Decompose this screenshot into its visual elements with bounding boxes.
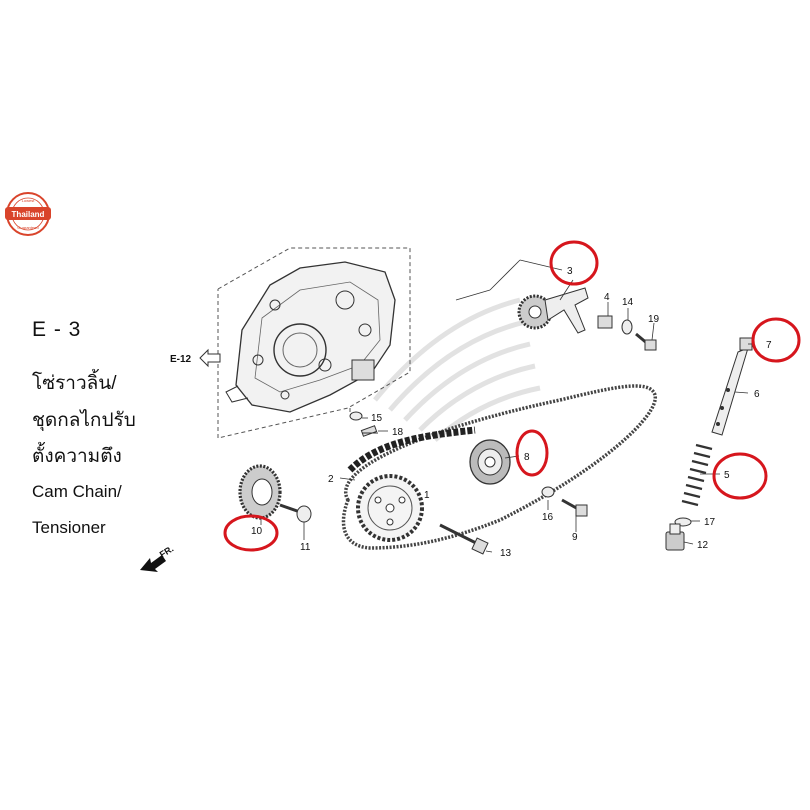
bolt-19-icon [635, 332, 657, 351]
tensioner-rod-icon [711, 337, 753, 436]
watermark-top-text: Lowest [22, 198, 36, 203]
callout-4: 4 [604, 292, 610, 303]
thai-title-line-1: โซ่ราวลิ้น/ [32, 373, 117, 394]
tensioner-arm-icon [517, 287, 589, 334]
callout-17: 17 [704, 517, 716, 528]
bolt-18-icon [349, 411, 378, 437]
callout-12: 12 [697, 540, 709, 551]
bolt-13-icon [439, 523, 489, 555]
watermark-bottom-text: Guaranteed [17, 225, 38, 230]
washer-14-icon [621, 319, 633, 335]
wing-watermark-icon [373, 297, 541, 442]
reference-label: E-12 [170, 354, 192, 365]
callout-9: 9 [572, 532, 578, 543]
section-code: E - 3 [32, 318, 82, 341]
watermark-badge: Thailand Lowest Guaranteed [5, 192, 51, 236]
callout-14: 14 [622, 297, 634, 308]
collar-4-icon [597, 315, 613, 329]
callout-2: 2 [328, 474, 334, 485]
washer-16-icon [541, 486, 555, 498]
watermark-text: Thailand [12, 210, 45, 219]
callout-19: 19 [648, 314, 660, 325]
crankcase-box [217, 247, 411, 439]
drive-chain-icon [347, 426, 476, 473]
highlight-ring-7 [751, 317, 801, 363]
cam-sprocket-icon [356, 474, 424, 542]
front-direction-arrow: FR. [140, 544, 175, 572]
direction-label: FR. [158, 544, 176, 560]
callout-13: 13 [500, 548, 512, 559]
reference-arrow: E-12 [170, 348, 221, 368]
bolt-9-icon [561, 498, 588, 517]
thai-title-line-3: ตั้งความตึง [32, 446, 122, 467]
callout-5: 5 [724, 470, 730, 481]
tensioner-roller-icon [469, 439, 511, 485]
highlight-ring-8 [515, 429, 549, 477]
thai-title-line-2: ชุดกลไกปรับ [32, 410, 136, 431]
crankcase-icon [225, 261, 396, 413]
highlight-ring-5 [712, 452, 768, 500]
callout-16: 16 [542, 512, 554, 523]
highlight-ring-10 [223, 514, 279, 552]
callout-6: 6 [754, 389, 760, 400]
spring-icon [681, 443, 713, 507]
english-title-line-2: Tensioner [32, 518, 106, 537]
cam-gear-icon [238, 464, 282, 520]
callout-11: 11 [300, 542, 311, 553]
callout-8: 8 [524, 452, 530, 463]
leader-lines [260, 259, 753, 553]
pin-11-icon [279, 503, 312, 523]
callout-15: 15 [371, 413, 383, 424]
highlight-ring-3 [549, 240, 599, 286]
callout-10: 10 [251, 526, 263, 537]
cam-chain-icon [341, 384, 657, 550]
callout-labels: 1 2 3 4 5 6 7 8 9 10 11 12 13 14 15 16 1… [251, 266, 772, 559]
english-title-line-1: Cam Chain/ [32, 482, 122, 501]
sealing-plug-icon [665, 523, 685, 551]
callout-7: 7 [766, 340, 772, 351]
callout-18: 18 [392, 427, 404, 438]
callout-1: 1 [424, 490, 430, 501]
callout-3: 3 [567, 266, 573, 277]
highlight-rings [223, 240, 801, 552]
